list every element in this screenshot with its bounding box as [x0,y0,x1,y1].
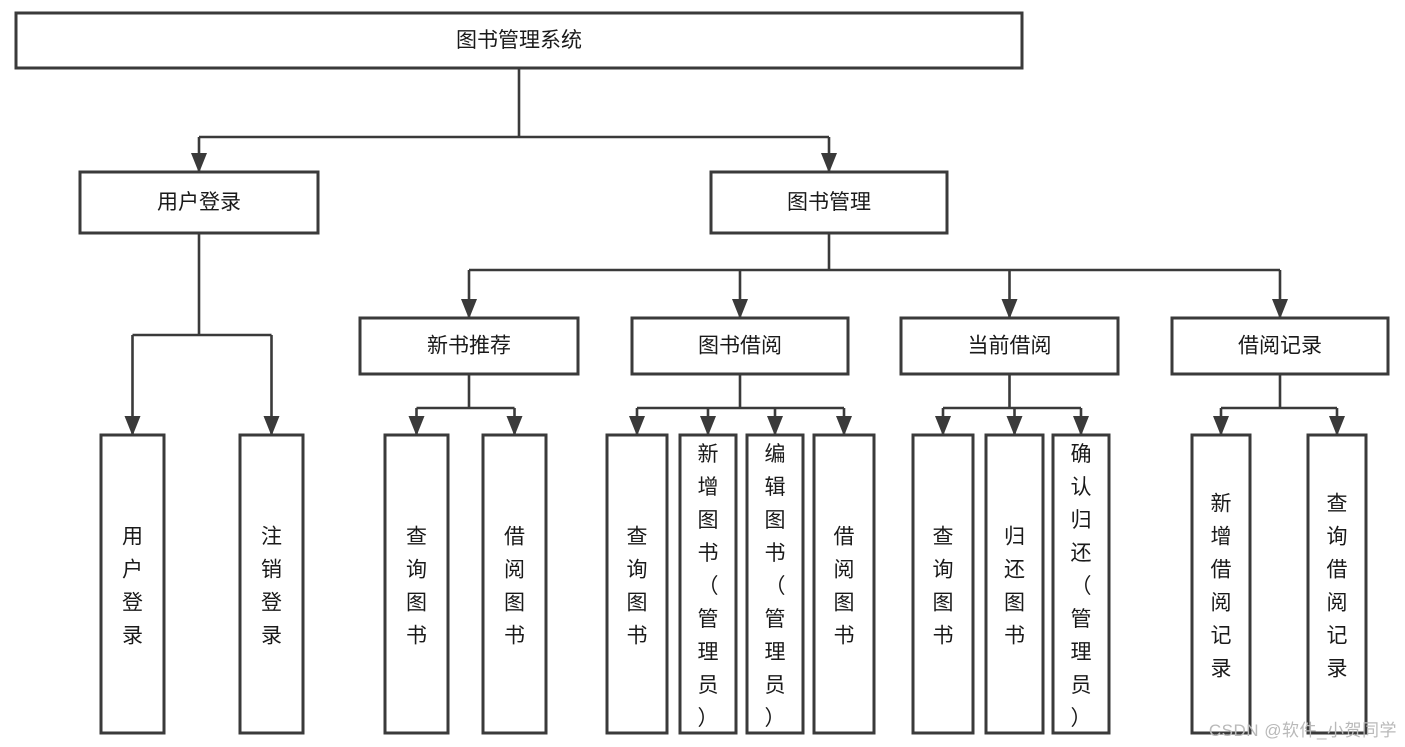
node-leaf-query-borrow-record[interactable]: 查询借阅记录 [1306,433,1368,735]
node-leaf-borrow-book[interactable]: 借阅图书 [812,433,876,735]
arrow-icon-leaf-add-borrow-record [1213,416,1229,436]
arrow-icon-leaf-query-book-current [935,416,951,436]
node-label-leaf-query-book-current: 查询图书 [933,526,954,648]
node-label-current-borrow: 当前借阅 [968,335,1052,358]
node-label-leaf-add-borrow-record: 新增借阅记录 [1211,493,1232,681]
node-user-login[interactable]: 用户登录 [78,170,320,235]
nodes-layer: 图书管理系统用户登录图书管理新书推荐图书借阅当前借阅借阅记录用户登录注销登录查询… [14,11,1390,735]
node-box-leaf-query-book-borrow [605,433,669,735]
arrow-icon-book-manage [821,153,837,173]
node-current-borrow[interactable]: 当前借阅 [899,316,1120,376]
node-label-borrow-record: 借阅记录 [1238,335,1322,358]
node-box-leaf-confirm-return-admin [1051,433,1111,735]
node-label-leaf-borrow-book: 借阅图书 [834,526,855,648]
arrow-icon-leaf-query-borrow-record [1329,416,1345,436]
node-label-leaf-user-login: 用户登录 [122,526,143,648]
arrow-icon-leaf-borrow-book-rec [506,416,523,436]
node-leaf-query-book-borrow[interactable]: 查询图书 [605,433,669,735]
node-box-leaf-edit-book-admin [745,433,805,735]
node-label-leaf-confirm-return-admin: 确认归还（管理员） [1071,443,1092,730]
node-leaf-query-book-current[interactable]: 查询图书 [911,433,975,735]
node-leaf-add-book-admin[interactable]: 新增图书（管理员） [678,433,738,735]
node-label-leaf-return-book: 归还图书 [1004,526,1025,648]
node-leaf-user-login[interactable]: 用户登录 [99,433,166,735]
node-label-leaf-add-book-admin: 新增图书（管理员） [698,443,719,730]
node-label-user-login: 用户登录 [157,191,241,214]
node-box-leaf-query-borrow-record [1306,433,1368,735]
arrow-icon-leaf-query-book-borrow [629,416,645,436]
node-box-new-book-recommend [358,316,580,376]
node-label-book-borrow: 图书借阅 [698,335,782,358]
node-box-book-manage [709,170,949,235]
arrow-icon-leaf-return-book [1006,416,1023,436]
node-box-leaf-add-book-admin [678,433,738,735]
node-book-borrow[interactable]: 图书借阅 [630,316,850,376]
node-borrow-record[interactable]: 借阅记录 [1170,316,1390,376]
node-box-leaf-borrow-book [812,433,876,735]
node-label-leaf-query-book-rec: 查询图书 [406,526,427,648]
node-label-leaf-edit-book-admin: 编辑图书（管理员） [765,443,786,730]
arrow-icon-leaf-borrow-book [836,416,852,436]
node-box-leaf-return-book [984,433,1045,735]
node-leaf-confirm-return-admin[interactable]: 确认归还（管理员） [1051,433,1111,735]
node-label-leaf-borrow-book-rec: 借阅图书 [504,526,525,648]
node-root[interactable]: 图书管理系统 [14,11,1024,70]
arrow-icon-current-borrow [1001,299,1018,319]
node-leaf-borrow-book-rec[interactable]: 借阅图书 [481,433,548,735]
node-box-root [14,11,1024,70]
arrow-icon-user-login [191,153,207,173]
node-box-leaf-logout [238,433,305,735]
node-label-leaf-query-book-borrow: 查询图书 [627,526,648,648]
node-box-book-borrow [630,316,850,376]
node-box-leaf-query-book-current [911,433,975,735]
arrow-icon-book-borrow [732,299,748,319]
node-leaf-query-book-rec[interactable]: 查询图书 [383,433,450,735]
arrow-icon-leaf-add-book-admin [700,416,716,436]
node-box-current-borrow [899,316,1120,376]
node-leaf-add-borrow-record[interactable]: 新增借阅记录 [1190,433,1252,735]
node-label-leaf-logout: 注销登录 [261,526,282,648]
connectors-layer [124,68,1345,436]
node-label-root: 图书管理系统 [456,29,582,52]
node-box-leaf-user-login [99,433,166,735]
node-box-leaf-add-borrow-record [1190,433,1252,735]
node-box-leaf-borrow-book-rec [481,433,548,735]
arrow-icon-leaf-user-login [124,416,141,436]
arrow-icon-leaf-logout [263,416,280,436]
node-label-new-book-recommend: 新书推荐 [427,335,511,358]
node-leaf-logout[interactable]: 注销登录 [238,433,305,735]
node-book-manage[interactable]: 图书管理 [709,170,949,235]
arrow-icon-new-book-recommend [461,299,477,319]
node-box-borrow-record [1170,316,1390,376]
node-leaf-return-book[interactable]: 归还图书 [984,433,1045,735]
node-label-leaf-query-borrow-record: 查询借阅记录 [1327,493,1348,681]
arrow-icon-leaf-edit-book-admin [767,416,783,436]
arrow-icon-borrow-record [1272,299,1288,319]
node-leaf-edit-book-admin[interactable]: 编辑图书（管理员） [745,433,805,735]
node-new-book-recommend[interactable]: 新书推荐 [358,316,580,376]
arrow-icon-leaf-confirm-return-admin [1073,416,1089,436]
node-box-leaf-query-book-rec [383,433,450,735]
arrow-icon-leaf-query-book-rec [408,416,425,436]
node-label-book-manage: 图书管理 [787,191,871,214]
node-box-user-login [78,170,320,235]
